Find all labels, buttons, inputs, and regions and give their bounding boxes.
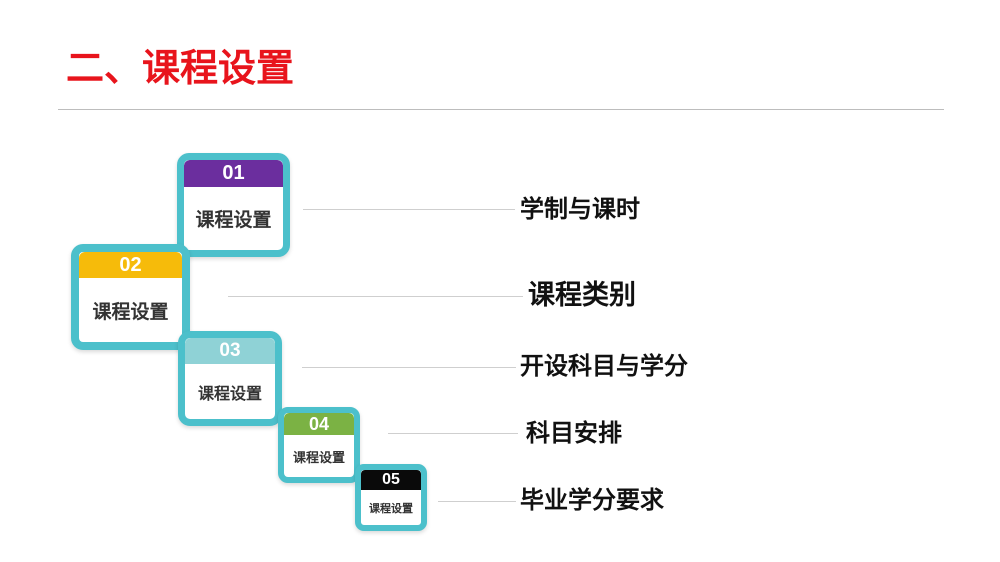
step-card-04[interactable]: 04 课程设置 — [278, 407, 360, 483]
title-divider — [58, 109, 944, 110]
step-label-01: 课程设置 — [195, 209, 272, 231]
step-number-05: 05 — [361, 470, 421, 490]
step-label-05: 课程设置 — [369, 501, 413, 515]
step-label-04: 课程设置 — [292, 450, 345, 466]
step-number-03: 03 — [185, 338, 275, 364]
page-title: 二、课程设置 — [66, 45, 295, 90]
connector-line-02 — [228, 296, 523, 297]
step-item-02: 课程类别 — [528, 280, 636, 311]
step-card-02[interactable]: 02 课程设置 — [71, 244, 190, 350]
connector-line-01 — [303, 209, 515, 210]
connector-line-04 — [388, 433, 518, 434]
step-card-03[interactable]: 03 课程设置 — [178, 331, 282, 426]
step-item-05: 毕业学分要求 — [520, 485, 664, 514]
step-number-04: 04 — [284, 413, 354, 435]
step-item-03: 开设科目与学分 — [520, 351, 688, 380]
step-item-01: 学制与课时 — [520, 194, 640, 223]
step-number-02: 02 — [79, 252, 182, 278]
step-item-04: 科目安排 — [526, 418, 622, 447]
connector-line-03 — [302, 367, 516, 368]
connector-line-05 — [438, 501, 516, 502]
step-number-01: 01 — [184, 160, 283, 187]
step-label-02: 课程设置 — [92, 300, 169, 323]
step-card-01[interactable]: 01 课程设置 — [177, 153, 290, 257]
step-label-03: 课程设置 — [197, 383, 262, 403]
step-card-05[interactable]: 05 课程设置 — [355, 464, 427, 531]
